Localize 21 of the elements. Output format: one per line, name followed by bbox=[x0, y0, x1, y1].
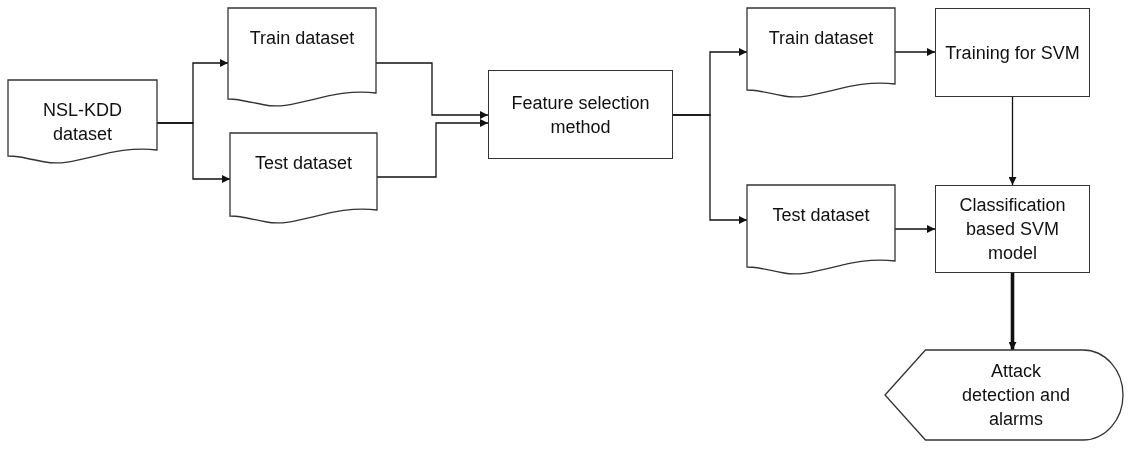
node-label: Attack detection and alarms bbox=[960, 360, 1072, 431]
document-shape bbox=[8, 80, 157, 162]
node-label: Train dataset bbox=[249, 27, 355, 50]
document-shape bbox=[230, 133, 377, 222]
process-box bbox=[488, 70, 673, 159]
node-label: Feature selection method bbox=[510, 91, 651, 139]
node-label: Test dataset bbox=[254, 152, 353, 175]
display-shape bbox=[885, 350, 1123, 440]
arrow bbox=[672, 114, 748, 224]
node-label: Test dataset bbox=[772, 204, 870, 227]
node-label: Training for SVM bbox=[945, 41, 1080, 65]
document-shape bbox=[747, 185, 895, 273]
process-box bbox=[935, 185, 1090, 273]
node-label: Train dataset bbox=[768, 27, 874, 50]
node-label: NSL-KDD dataset bbox=[42, 99, 123, 146]
arrow bbox=[1008, 273, 1017, 350]
node-label: Classification based SVM model bbox=[958, 194, 1067, 265]
process-box bbox=[935, 8, 1090, 97]
arrow bbox=[1008, 96, 1017, 186]
document-shape bbox=[228, 8, 376, 105]
document-shape bbox=[747, 8, 895, 96]
